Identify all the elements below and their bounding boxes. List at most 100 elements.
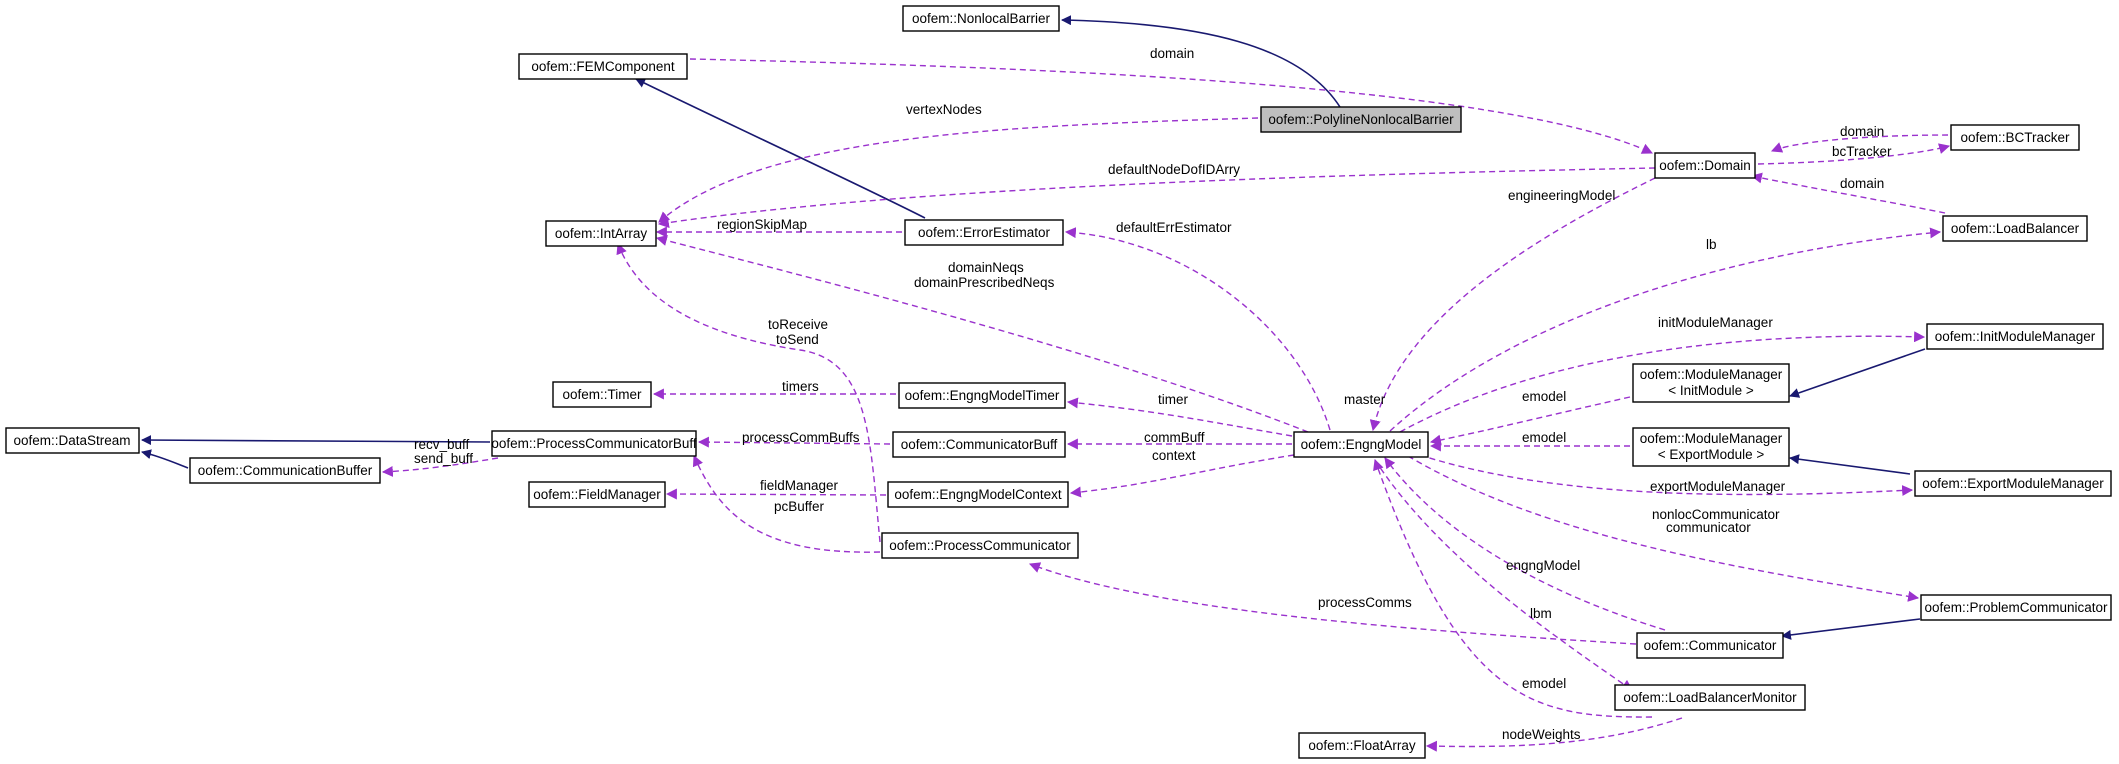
node-process-communicator[interactable]: oofem::ProcessCommunicator: [881, 532, 1079, 559]
node-field-manager[interactable]: oofem::FieldManager: [528, 481, 666, 508]
node-engng-model[interactable]: oofem::EngngModel: [1293, 431, 1429, 458]
node-label: oofem::ProcessCommunicatorBuff: [491, 436, 697, 451]
label-domainprescribedneqs: domainPrescribedNeqs: [914, 275, 1055, 290]
node-communication-buffer[interactable]: oofem::CommunicationBuffer: [189, 457, 381, 484]
edge-domain-engineeringmodel: [1369, 177, 1656, 432]
label-timers: timers: [782, 379, 819, 394]
node-label: oofem::IntArray: [555, 226, 648, 241]
label-timer: timer: [1158, 392, 1189, 407]
label-defaulterrestimator: defaultErrEstimator: [1116, 220, 1232, 235]
node-domain[interactable]: oofem::Domain: [1654, 152, 1756, 179]
edge-labels: domain vertexNodes domain bcTracker defa…: [414, 46, 1892, 742]
edge-bctracker-domain: [1770, 134, 1949, 153]
node-label-line2: < InitModule >: [1668, 383, 1754, 398]
node-module-manager-init[interactable]: oofem::ModuleManager < InitModule >: [1632, 363, 1790, 403]
node-label: oofem::EngngModel: [1301, 437, 1422, 452]
node-float-array[interactable]: oofem::FloatArray: [1298, 732, 1426, 759]
node-label: oofem::EngngModelContext: [894, 487, 1062, 502]
node-label: oofem::CommunicatorBuff: [901, 437, 1058, 452]
node-label: oofem::NonlocalBarrier: [912, 11, 1051, 26]
edge-communicatorbuff-processcommbuffs: [697, 436, 891, 448]
node-problem-communicator[interactable]: oofem::ProblemCommunicator: [1920, 594, 2112, 621]
label-nodeweights: nodeWeights: [1502, 727, 1581, 742]
label-nonloccommunicator: nonlocCommunicator: [1652, 507, 1780, 522]
node-int-array[interactable]: oofem::IntArray: [545, 220, 657, 247]
edge-modulemanager-emodel: [1429, 396, 1631, 446]
edge-engngmodel-lb: [1389, 227, 1942, 432]
edge-pcb-to-datastream: [141, 435, 491, 446]
label-lbm: lbm: [1530, 606, 1552, 621]
node-data-stream[interactable]: oofem::DataStream: [5, 427, 140, 454]
node-label: oofem::FieldManager: [533, 487, 661, 502]
edge-engngmodel-exportmodulemanager: [1419, 454, 1914, 496]
node-module-manager-export[interactable]: oofem::ModuleManager < ExportModule >: [1632, 427, 1790, 467]
edge-domain-defaultnodedofidarry: [657, 167, 1656, 228]
label-communicator: communicator: [1666, 520, 1751, 535]
node-load-balancer[interactable]: oofem::LoadBalancer: [1942, 215, 2088, 242]
node-export-module-manager[interactable]: oofem::ExportModuleManager: [1914, 470, 2112, 497]
label-bctracker: bcTracker: [1832, 144, 1892, 159]
edge-polyline-vertexnodes: [658, 117, 1259, 223]
nodes: oofem::NonlocalBarrier oofem::FEMCompone…: [5, 5, 2112, 759]
node-nonlocal-barrier[interactable]: oofem::NonlocalBarrier: [902, 5, 1060, 32]
label-defaultnodedofidarry: defaultNodeDofIDArry: [1108, 162, 1240, 177]
label-commbuff: commBuff: [1144, 430, 1205, 445]
label-sendbuff: send_buff: [414, 451, 473, 466]
label-engngmodel: engngModel: [1506, 558, 1580, 573]
label-context: context: [1152, 448, 1196, 463]
edge-engngmodel-initmodulemanager: [1399, 331, 1926, 433]
edge-processcomm-tosend: [616, 242, 881, 543]
node-load-balancer-monitor[interactable]: oofem::LoadBalancerMonitor: [1614, 684, 1806, 711]
node-bc-tracker[interactable]: oofem::BCTracker: [1950, 124, 2080, 151]
node-label: oofem::LoadBalancerMonitor: [1623, 690, 1797, 705]
edge-engngmodel-defaulterrestimator: [1064, 227, 1331, 431]
edge-lbm-emodel: [1373, 458, 1653, 718]
label-domain-bctracker: domain: [1840, 124, 1884, 139]
edge-loadbalancer-domain: [1750, 172, 1946, 214]
node-label: oofem::FloatArray: [1308, 738, 1416, 753]
label-exportmodulemanager: exportModuleManager: [1650, 479, 1786, 494]
node-label: oofem::Domain: [1659, 158, 1751, 173]
node-label: oofem::FEMComponent: [531, 59, 675, 74]
label-regionskipmap: regionSkipMap: [717, 217, 807, 232]
node-fem-component[interactable]: oofem::FEMComponent: [518, 53, 688, 80]
node-process-communicator-buff[interactable]: oofem::ProcessCommunicatorBuff: [491, 430, 697, 457]
node-label: oofem::ProcessCommunicator: [889, 538, 1071, 553]
node-label: oofem::InitModuleManager: [1935, 329, 2096, 344]
node-label: oofem::DataStream: [13, 433, 130, 448]
edge-commbuffer-to-datastream: [141, 449, 189, 469]
label-emodel-export: emodel: [1522, 430, 1566, 445]
node-label: oofem::ExportModuleManager: [1922, 476, 2104, 491]
node-communicator[interactable]: oofem::Communicator: [1636, 632, 1784, 659]
node-communicator-buff[interactable]: oofem::CommunicatorBuff: [892, 431, 1066, 458]
node-label: oofem::PolylineNonlocalBarrier: [1268, 112, 1454, 127]
association-edges: [381, 58, 1951, 752]
node-init-module-manager[interactable]: oofem::InitModuleManager: [1926, 323, 2104, 350]
edge-engngmodel-timer: [1066, 397, 1293, 437]
node-label: oofem::ErrorEstimator: [918, 225, 1051, 240]
node-label-line1: oofem::ModuleManager: [1640, 367, 1783, 382]
edge-fem-domain: [689, 58, 1653, 154]
node-engng-model-timer[interactable]: oofem::EngngModelTimer: [898, 382, 1066, 409]
label-emodel-init: emodel: [1522, 389, 1566, 404]
edge-pcb-sendbuff: [381, 457, 499, 477]
label-toreceive: toReceive: [768, 317, 828, 332]
label-vertexnodes: vertexNodes: [906, 102, 982, 117]
label-recvbuff: recv_buff: [414, 437, 470, 452]
node-engng-model-context[interactable]: oofem::EngngModelContext: [887, 481, 1069, 508]
label-fieldmanager: fieldManager: [760, 478, 839, 493]
node-polyline-nonlocal-barrier[interactable]: oofem::PolylineNonlocalBarrier: [1260, 106, 1462, 133]
node-label: oofem::CommunicationBuffer: [198, 463, 373, 478]
edge-communicator-engngmodel: [1384, 457, 1666, 631]
edge-problemcomm-to-communicator: [1781, 618, 1921, 640]
node-label: oofem::Communicator: [1644, 638, 1777, 653]
edge-processcomm-pcbuffer: [692, 454, 881, 553]
node-label-line2: < ExportModule >: [1658, 447, 1765, 462]
node-error-estimator[interactable]: oofem::ErrorEstimator: [904, 219, 1064, 246]
label-lb: lb: [1706, 237, 1717, 252]
node-label: oofem::LoadBalancer: [1951, 221, 2080, 236]
node-timer[interactable]: oofem::Timer: [552, 381, 652, 408]
edge-communicator-processcomms: [1028, 562, 1637, 645]
label-tosend: toSend: [776, 332, 819, 347]
